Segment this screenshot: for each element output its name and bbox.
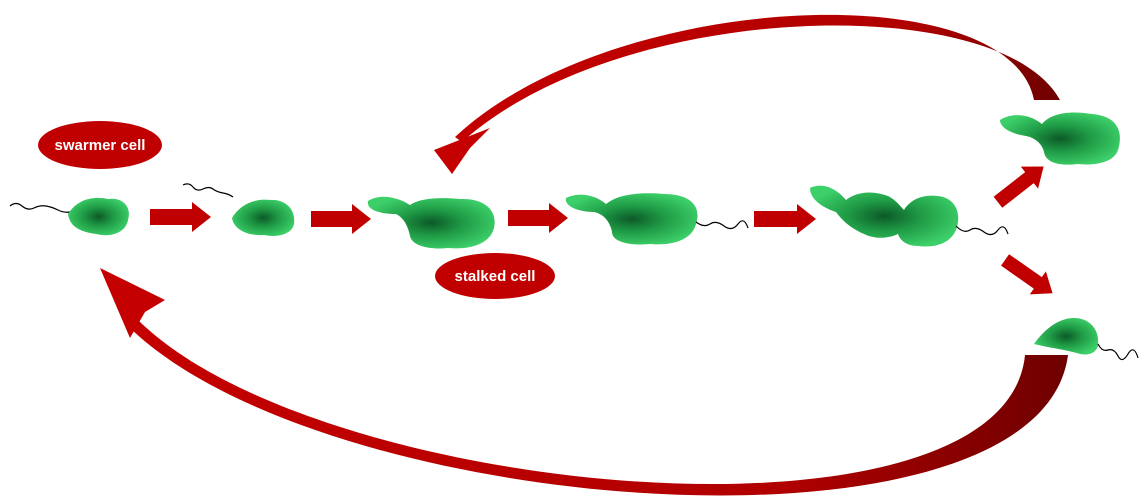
cell-stalked-2: [565, 193, 749, 245]
cell-stalked-daughter: [1000, 112, 1120, 165]
step-arrow-4: [754, 204, 816, 234]
step-arrow-1: [150, 202, 211, 232]
stalked-cell-label: stalked cell: [435, 253, 555, 299]
step-arrow-3: [508, 203, 568, 233]
step-arrow-2: [311, 204, 371, 234]
flagellum-icon: [695, 220, 749, 230]
cell-swarmer-1: [9, 197, 129, 236]
cell-stalked-1: [367, 196, 495, 249]
flagellum-icon: [955, 225, 1009, 236]
split-arrow-up: [993, 166, 1044, 208]
cell-swarmer-2: [182, 183, 295, 236]
swarmer-cell-text: swarmer cell: [55, 137, 146, 154]
top-cycle-arrow: [434, 14, 1060, 174]
flagellum-icon: [182, 183, 234, 198]
stalked-cell-text: stalked cell: [455, 268, 536, 285]
cell-swarmer-daughter: [1034, 318, 1139, 361]
flagellum-icon: [1097, 343, 1139, 361]
split-arrow-down: [1001, 254, 1053, 295]
swarmer-cell-label: swarmer cell: [38, 121, 162, 169]
cell-predivisional: [810, 185, 1009, 247]
bottom-cycle-arrow: [100, 268, 1068, 496]
